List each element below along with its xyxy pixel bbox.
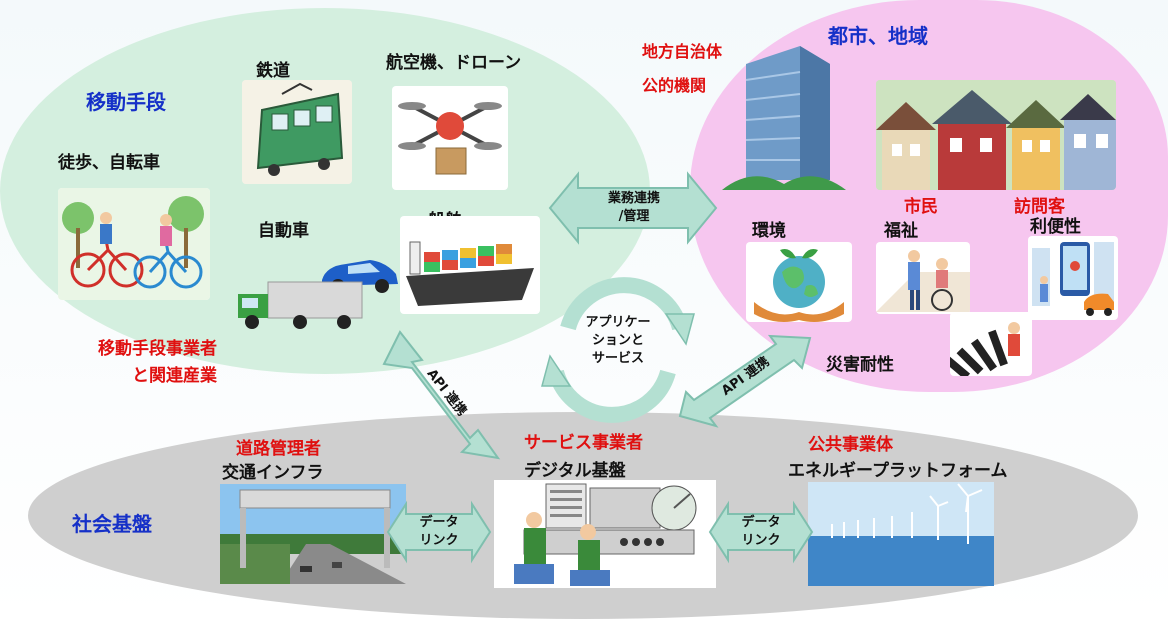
- air-label: 航空機、ドローン: [386, 53, 522, 73]
- road-manager-label: 道路管理者: [236, 439, 321, 459]
- transport-infra-label: 交通インフラ: [222, 463, 324, 483]
- data-link-left-label: データ リンク: [419, 515, 459, 548]
- digital-platform-label: デジタル基盤: [524, 461, 626, 481]
- business-link-arrow: [548, 170, 718, 246]
- business-link-label: 業務連携 /管理: [607, 191, 660, 224]
- infra-title: 社会基盤: [72, 512, 152, 536]
- houses-image: [876, 80, 1116, 190]
- data-link-left-arrow: [386, 500, 492, 564]
- resilience-image: [950, 312, 1032, 376]
- center-label: アプリケー ションと サービス: [585, 315, 651, 366]
- energy-platform-label: エネルギープラットフォーム: [788, 461, 1008, 481]
- walk-label: 徒歩、自転車: [58, 153, 160, 173]
- visitor-label: 訪問客: [1014, 197, 1065, 217]
- citizen-label: 市民: [904, 197, 938, 217]
- control-room-image: [494, 480, 716, 588]
- public-operator-label: 公共事業体: [808, 435, 893, 455]
- gov1-label: 地方自治体: [642, 42, 723, 61]
- mobility-operators: 移動手段事業者 と関連産業: [98, 339, 217, 386]
- bicycle-image: [58, 188, 210, 300]
- center-cycle-arrow: [538, 270, 698, 430]
- convenience-label: 利便性: [1030, 217, 1081, 237]
- rail-label: 鉄道: [256, 61, 290, 81]
- data-link-right-arrow: [708, 500, 814, 564]
- gov2-label: 公的機関: [642, 76, 707, 95]
- car-label: 自動車: [258, 221, 309, 241]
- city-title: 都市、地域: [828, 24, 928, 48]
- data-link-right-label: データ リンク: [741, 515, 781, 548]
- building-image: [722, 40, 846, 194]
- api-link-left-arrow: [378, 330, 504, 460]
- welfare-label: 福祉: [884, 221, 918, 241]
- drone-image: [392, 86, 508, 190]
- environment-image: [746, 242, 852, 322]
- mobility-title: 移動手段: [86, 90, 166, 114]
- resilience-label: 災害耐性: [826, 355, 894, 375]
- train-image: [242, 80, 352, 184]
- convenience-image: [1028, 236, 1118, 320]
- wind-farm-image: [808, 482, 994, 586]
- highway-image: [220, 484, 406, 584]
- truck-image: [234, 278, 364, 332]
- welfare-image: [876, 242, 970, 314]
- service-operator-label: サービス事業者: [524, 433, 643, 453]
- ship-image: [400, 216, 540, 314]
- api-link-right-arrow: [676, 320, 816, 440]
- environment-label: 環境: [752, 221, 786, 241]
